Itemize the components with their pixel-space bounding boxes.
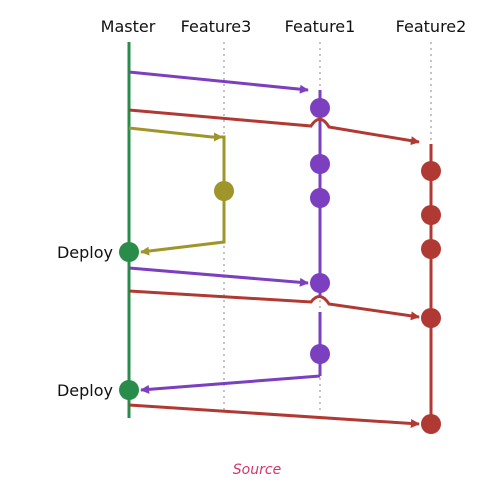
master-deploy-commit-1 (119, 242, 139, 262)
feature1-commit (310, 154, 330, 174)
feature3-branch-arrow (128, 126, 226, 256)
feature1-commit (310, 344, 330, 364)
feature1-commit (310, 98, 330, 118)
master-to-feature2-arrow-3 (128, 403, 420, 428)
master-deploy-commit-2 (119, 380, 139, 400)
feature2-commit (421, 308, 441, 328)
master-to-feature1-arrow-2 (128, 266, 309, 287)
feature2-commit (421, 161, 441, 181)
deploy-label-1: Deploy (57, 243, 113, 262)
source-link[interactable]: Source (233, 462, 281, 478)
feature3-commit (214, 181, 234, 201)
feature2-commit (421, 205, 441, 225)
feature1-to-master-merge-arrow (140, 374, 321, 394)
master-to-feature1-arrow-1 (128, 70, 309, 94)
lane-title-feature3: Feature3 (181, 17, 252, 36)
lane-title-master: Master (101, 17, 156, 36)
master-to-feature2-arrow-1 (128, 108, 420, 146)
lane-title-feature2: Feature2 (396, 17, 467, 36)
feature2-commit (421, 239, 441, 259)
lane-title-feature1: Feature1 (285, 17, 356, 36)
deploy-label-2: Deploy (57, 381, 113, 400)
master-to-feature2-arrow-2 (128, 289, 420, 321)
feature1-commit (310, 273, 330, 293)
feature2-commit (421, 414, 441, 434)
feature1-commit (310, 188, 330, 208)
